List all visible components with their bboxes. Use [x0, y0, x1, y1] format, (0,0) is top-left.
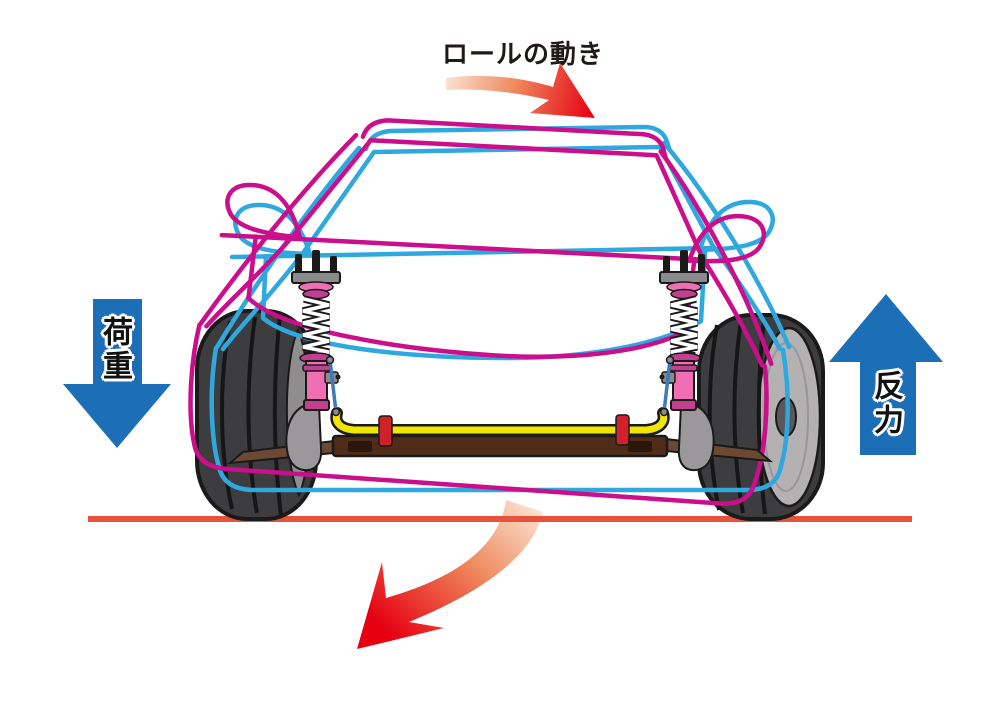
roll-arrow-bottom: [357, 500, 543, 649]
suspension-assembly: [226, 250, 774, 470]
stabilizer-bracket-right: [615, 414, 630, 446]
crossmember-end-plate: [348, 441, 372, 452]
right-tire: [697, 313, 825, 521]
roll-arrow-top: [446, 63, 595, 118]
crossmember-end-plate: [628, 441, 652, 452]
load-label: 荷重: [98, 316, 131, 384]
page-title: ロールの動き: [441, 39, 604, 69]
stabilizer-bracket-left: [378, 415, 393, 447]
stabilizer-bar: [332, 409, 668, 434]
reaction-arrow: [829, 294, 943, 455]
load-arrow: [63, 299, 171, 448]
reaction-label: 反力: [869, 370, 902, 438]
ground-line: [88, 516, 912, 522]
